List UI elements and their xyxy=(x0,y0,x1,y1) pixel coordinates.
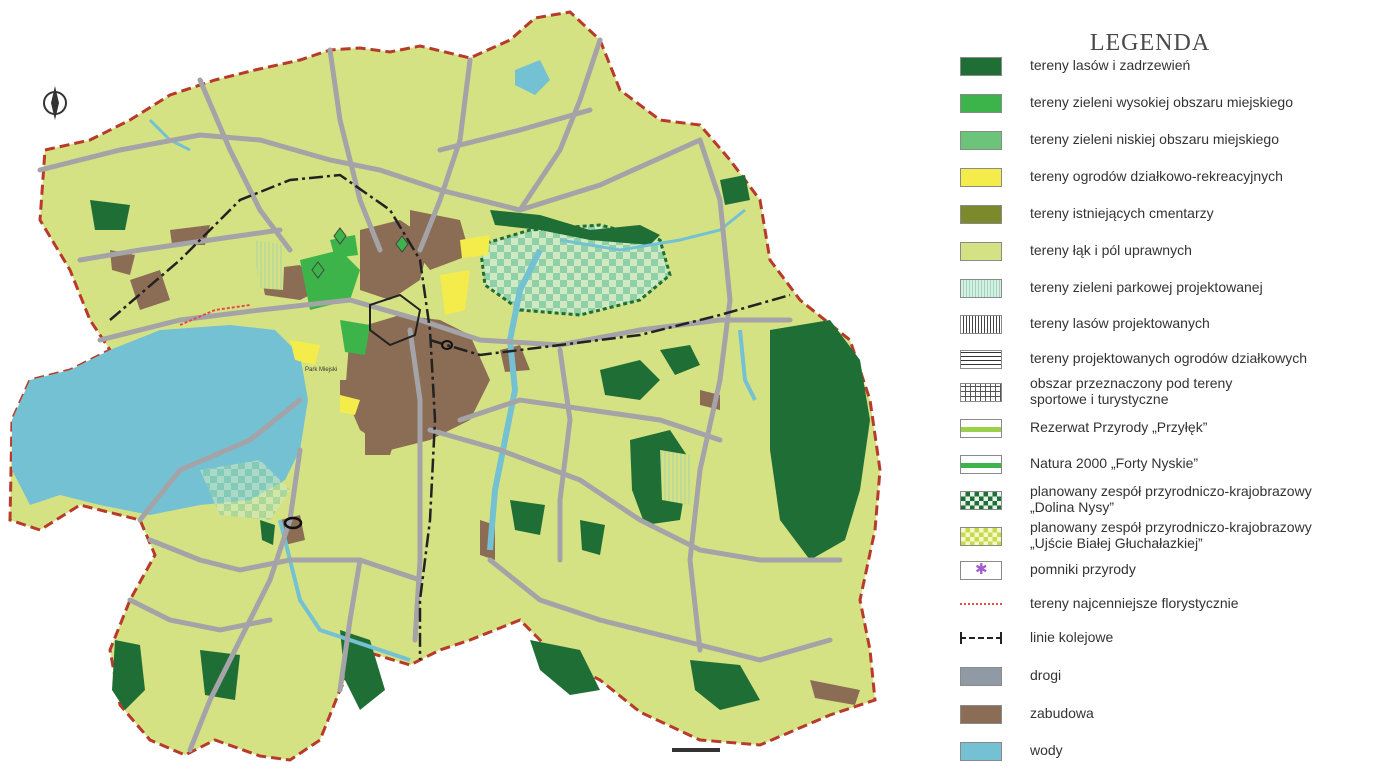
legend-swatch-ujscie xyxy=(960,527,1002,546)
legend-item: tereny lasów projektowanych xyxy=(960,310,1393,340)
legend-title: LEGENDA xyxy=(1089,30,1211,56)
legend-item: planowany zespół przyrodniczo-krajobrazo… xyxy=(960,483,1393,516)
legend-swatch-sport xyxy=(960,383,1002,402)
legend-item: tereny zieleni parkowej projektowanej xyxy=(960,274,1393,304)
legend-swatch-green-low xyxy=(960,131,1002,150)
legend-label: zabudowa xyxy=(1030,705,1094,721)
legend-item: linie kolejowe xyxy=(960,624,1393,654)
legend-swatch-dolina xyxy=(960,491,1002,510)
legend-item: tereny łąk i pól uprawnych xyxy=(960,237,1393,267)
legend-swatch-flora xyxy=(960,595,1002,614)
legend-label: linie kolejowe xyxy=(1030,629,1114,645)
flora-valuable-area xyxy=(179,304,251,326)
legend-swatch-roads xyxy=(960,667,1002,686)
legend-label: tereny projektowanych ogrodów działkowyc… xyxy=(1030,350,1308,366)
legend-swatch-natura xyxy=(960,455,1002,474)
legend-label: wody xyxy=(1030,742,1063,758)
map-legend: LEGENDA tereny lasów i zadrzewień tereny … xyxy=(955,0,1393,776)
scale-bar xyxy=(672,748,720,752)
legend-item: wody xyxy=(960,737,1393,767)
legend-label: Natura 2000 „Forty Nyskie” xyxy=(1030,455,1199,471)
legend-item: Rezerwat Przyrody „Przyłęk” xyxy=(960,414,1393,444)
legend-item: tereny ogrodów działkowo-rekreacyjnych xyxy=(960,163,1393,193)
river xyxy=(487,248,543,551)
legend-item: tereny zieleni wysokiej obszaru miejskie… xyxy=(960,89,1393,119)
legend-label: tereny zieleni parkowej projektowanej xyxy=(1030,279,1263,295)
legend-label: tereny zieleni niskiej obszaru miejskieg… xyxy=(1030,131,1280,147)
legend-swatch-buildings xyxy=(960,705,1002,724)
legend-item: drogi xyxy=(960,662,1393,692)
land-use-map: Park Miejski xyxy=(8,10,882,762)
legend-label: tereny istniejących cmentarzy xyxy=(1030,205,1214,221)
legend-label: tereny łąk i pól uprawnych xyxy=(1030,242,1192,258)
legend-label: tereny lasów i zadrzewień xyxy=(1030,57,1191,73)
legend-label: tereny najcenniejsze florystycznie xyxy=(1030,595,1239,611)
legend-swatch-reserve xyxy=(960,419,1002,438)
legend-swatch-cemetery xyxy=(960,205,1002,224)
legend-label: pomniki przyrody xyxy=(1030,561,1136,577)
legend-swatch-monument: ✱ xyxy=(960,561,1002,580)
legend-item: ✱ pomniki przyrody xyxy=(960,556,1393,586)
legend-swatch-meadow xyxy=(960,242,1002,261)
legend-item: zabudowa xyxy=(960,700,1393,730)
legend-swatch-water xyxy=(960,742,1002,761)
legend-item: tereny lasów i zadrzewień xyxy=(960,52,1393,82)
legend-item: tereny najcenniejsze florystycznie xyxy=(960,590,1393,620)
legend-label: tereny zieleni wysokiej obszaru miejskie… xyxy=(1030,94,1294,110)
railways xyxy=(109,173,791,660)
north-arrow-icon xyxy=(43,86,67,120)
legend-item: tereny projektowanych ogrodów działkowyc… xyxy=(960,345,1393,375)
old-town xyxy=(369,293,422,347)
legend-item: tereny zieleni niskiej obszaru miejskieg… xyxy=(960,126,1393,156)
legend-item: Natura 2000 „Forty Nyskie” xyxy=(960,450,1393,480)
map-label-park: Park Miejski xyxy=(305,367,337,373)
legend-swatch-park-proj xyxy=(960,279,1002,298)
legend-swatch-rail xyxy=(960,629,1002,648)
allotments xyxy=(290,235,490,415)
legend-swatch-green-high xyxy=(960,94,1002,113)
legend-label: tereny lasów projektowanych xyxy=(1030,315,1210,331)
legend-label: planowany zespół przyrodniczo-krajobrazo… xyxy=(1030,483,1312,515)
legend-swatch-allotment-proj xyxy=(960,350,1002,369)
legend-item: tereny istniejących cmentarzy xyxy=(960,200,1393,230)
legend-label: drogi xyxy=(1030,667,1062,683)
legend-label: Rezerwat Przyrody „Przyłęk” xyxy=(1030,419,1208,435)
legend-swatch-forest xyxy=(960,57,1002,76)
legend-label: planowany zespół przyrodniczo-krajobrazo… xyxy=(1030,519,1312,551)
legend-item: planowany zespół przyrodniczo-krajobrazo… xyxy=(960,519,1393,552)
legend-swatch-allotment xyxy=(960,168,1002,187)
legend-label: tereny ogrodów działkowo-rekreacyjnych xyxy=(1030,168,1283,184)
legend-swatch-forest-proj xyxy=(960,315,1002,334)
